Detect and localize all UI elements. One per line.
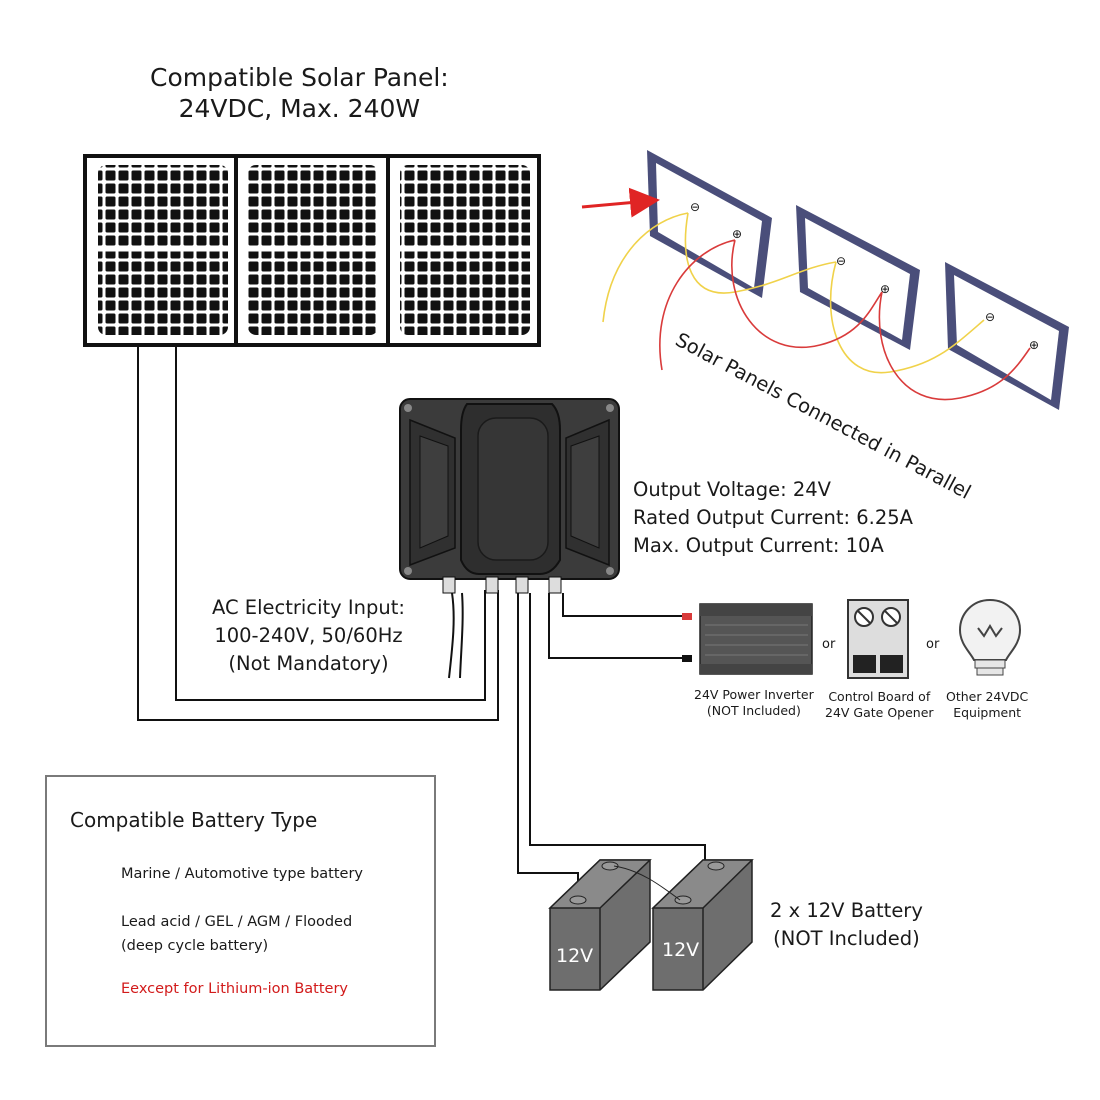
svg-text:⊖: ⊖ (690, 200, 700, 214)
svg-text:⊕: ⊕ (1029, 338, 1039, 352)
red-arrow (581, 187, 660, 218)
page-title: Compatible Solar Panel: 24VDC, Max. 240W (150, 62, 449, 124)
legend-item-automotive-text: Marine / Automotive type battery (121, 866, 364, 882)
battery-2-label: 12V (662, 939, 699, 961)
title-line-1: Compatible Solar Panel: (150, 63, 449, 92)
battery-cable (517, 593, 706, 898)
battery-1-label: 12V (556, 945, 593, 967)
ac-cable (448, 592, 464, 679)
battery-note: 2 x 12V Battery (NOT Included) (770, 897, 923, 953)
legend-item-lithium-exception: Eexcept for Lithium-ion Battery (121, 977, 348, 1001)
legend-item-lead-acid-line-1: Lead acid / GEL / AGM / Flooded (121, 914, 353, 930)
legend-title: Compatible Battery Type (70, 808, 318, 832)
light-bulb-icon (958, 598, 1022, 676)
solar-cable (137, 345, 499, 721)
or-label-1: or (822, 637, 836, 652)
legend-item-automotive: Marine / Automotive type battery (121, 862, 363, 886)
battery-type-legend (45, 775, 436, 1047)
output-cable (548, 593, 688, 659)
inverter-caption: 24V Power Inverter (NOT Included) (694, 687, 814, 719)
legend-item-lithium-exception-text: Eexcept for Lithium-ion Battery (121, 981, 349, 997)
ac-input-line-1: AC Electricity Input: (212, 596, 405, 619)
power-inverter-icon (682, 603, 813, 675)
battery-note-line-2: (NOT Included) (773, 927, 920, 950)
inverter-caption-line-2: (NOT Included) (706, 703, 801, 718)
svg-text:⊖: ⊖ (836, 254, 846, 268)
legend-item-lead-acid-line-2: (deep cycle battery) (121, 938, 269, 954)
legend-item-lead-acid: Lead acid / GEL / AGM / Flooded (deep cy… (121, 910, 352, 958)
small-solar-panel-3: ⊖ ⊕ (945, 262, 1069, 410)
inverter-caption-line-1: 24V Power Inverter (694, 687, 814, 702)
output-voltage: Output Voltage: 24V (633, 478, 831, 501)
title-line-2: 24VDC, Max. 240W (178, 94, 421, 123)
battery-icon (548, 859, 754, 991)
gate-board-caption-line-2: 24V Gate Opener (825, 705, 934, 720)
small-solar-panel-1: ⊖ ⊕ (647, 150, 772, 298)
svg-text:⊖: ⊖ (985, 310, 995, 324)
gate-control-board-icon (847, 599, 909, 679)
other-equipment-caption: Other 24VDC Equipment (946, 689, 1028, 721)
parallel-solar-panels: ⊖ ⊕ ⊖ ⊕ ⊖ ⊕ (581, 150, 1069, 410)
max-output-current: Max. Output Current: 10A (633, 534, 884, 557)
gate-board-caption: Control Board of 24V Gate Opener (825, 689, 934, 721)
ac-input-line-2: 100-240V, 50/60Hz (214, 624, 403, 647)
battery-note-line-1: 2 x 12V Battery (770, 899, 923, 922)
svg-text:⊕: ⊕ (732, 227, 742, 241)
rated-output-current: Rated Output Current: 6.25A (633, 506, 913, 529)
gate-board-caption-line-1: Control Board of (828, 689, 931, 704)
charge-controller-icon (399, 398, 620, 594)
controller-specs: Output Voltage: 24V Rated Output Current… (633, 476, 913, 560)
svg-text:⊕: ⊕ (880, 282, 890, 296)
ac-input-line-3: (Not Mandatory) (228, 652, 389, 675)
small-solar-panel-2: ⊖ ⊕ (796, 205, 920, 350)
ac-input-label: AC Electricity Input: 100-240V, 50/60Hz … (212, 594, 405, 678)
other-equipment-caption-line-1: Other 24VDC (946, 689, 1029, 704)
or-label-2: or (926, 637, 940, 652)
solar-panel-icon (83, 154, 541, 347)
other-equipment-caption-line-2: Equipment (953, 705, 1022, 720)
